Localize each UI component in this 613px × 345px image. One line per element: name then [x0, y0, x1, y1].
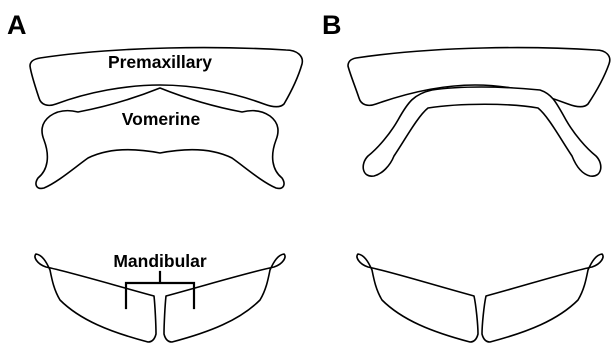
panel-b: B	[322, 10, 610, 342]
premaxillary-label: Premaxillary	[108, 52, 212, 72]
panel-a-letter: A	[7, 10, 27, 40]
vomerine-plate-a	[36, 88, 284, 188]
mandibular-label: Mandibular	[113, 251, 207, 271]
mandibular-plate-left-b	[357, 254, 478, 342]
panel-b-letter: B	[322, 10, 342, 40]
mandibular-plate-right-b	[482, 254, 603, 342]
panel-a: A Premaxillary Vomerine Mandibular	[7, 10, 302, 342]
vomerine-label: Vomerine	[122, 109, 201, 129]
